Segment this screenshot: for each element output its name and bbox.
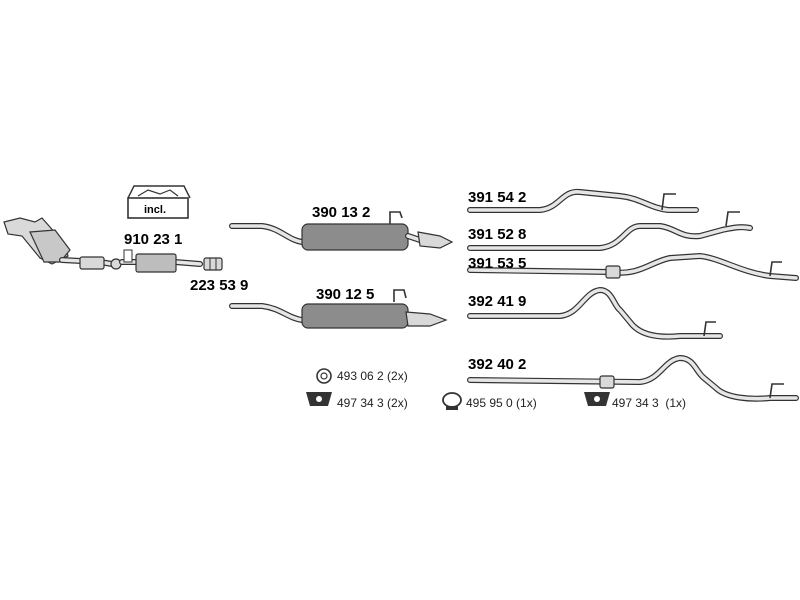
tailpipe-392419	[467, 287, 723, 340]
muffler-390132	[229, 211, 454, 251]
included-parts-box	[127, 185, 191, 219]
part-number-391535: 391 53 5	[468, 255, 527, 272]
part-number-390132: 390 13 2	[312, 204, 371, 221]
muffler-390125	[229, 289, 448, 329]
part-number-910231: 910 23 1	[124, 231, 183, 248]
accessory-label-493062: 493 06 2 (2x)	[337, 369, 408, 383]
accessory-label-495950: 495 95 0 (1x)	[466, 396, 537, 410]
accessory-label-497343-1x: 497 34 3 (1x)	[612, 396, 687, 410]
part-number-391528: 391 52 8	[468, 226, 527, 243]
part-number-223539: 223 53 9	[190, 277, 249, 294]
clamp-223539	[203, 257, 223, 271]
tailpipe-391528	[467, 211, 753, 251]
hanger-ring-icon	[442, 392, 462, 410]
rubber-mount-icon	[306, 392, 332, 406]
part-number-390125: 390 12 5	[316, 286, 375, 303]
middle-pipe-910231	[119, 249, 203, 273]
accessory-label-497343-2x: 497 34 3 (2x)	[337, 396, 408, 410]
tailpipe-391535	[467, 253, 799, 281]
ring-clamp-icon	[316, 368, 332, 384]
front-pipe-catalytic-converter	[3, 217, 122, 270]
part-number-392402: 392 40 2	[468, 356, 527, 373]
part-number-391542: 391 54 2	[468, 189, 527, 206]
tailpipe-391542	[467, 188, 699, 213]
rubber-mount-icon-2	[584, 392, 610, 406]
incl-label: incl.	[144, 204, 167, 216]
tailpipe-392402	[467, 355, 799, 402]
part-number-392419: 392 41 9	[468, 293, 527, 310]
